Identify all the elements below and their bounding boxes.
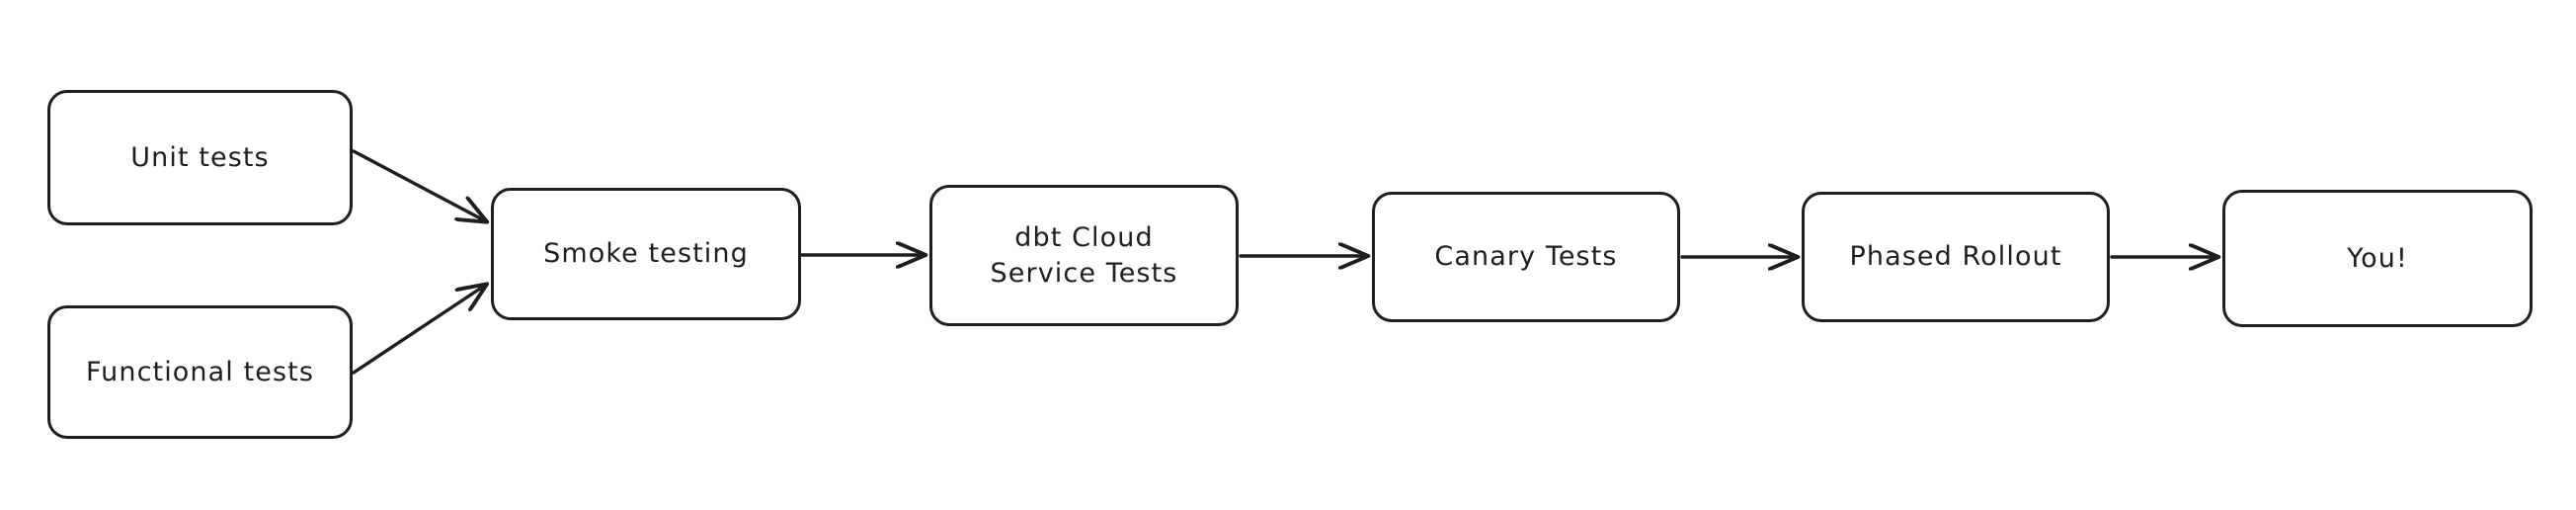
node-canary-tests-label: Canary Tests	[1434, 241, 1618, 273]
node-phased-rollout-label: Phased Rollout	[1849, 241, 2062, 273]
node-you[interactable]: You!	[2222, 190, 2533, 327]
node-unit-tests-label: Unit tests	[130, 141, 270, 173]
node-functional-tests-label: Functional tests	[86, 356, 314, 387]
node-smoke-testing-label: Smoke testing	[543, 238, 749, 270]
node-smoke-testing[interactable]: Smoke testing	[491, 188, 801, 320]
edge-functional-tests-to-smoke-testing	[352, 285, 486, 375]
node-unit-tests[interactable]: Unit tests	[47, 90, 353, 225]
node-dbt-cloud-service-tests[interactable]: dbt Cloud Service Tests	[929, 185, 1239, 326]
node-dbt-cloud-service-tests-label: dbt Cloud Service Tests	[990, 221, 1178, 289]
edge-unit-tests-to-smoke-testing	[352, 149, 486, 221]
node-phased-rollout[interactable]: Phased Rollout	[1802, 192, 2110, 322]
node-functional-tests[interactable]: Functional tests	[47, 305, 353, 439]
node-canary-tests[interactable]: Canary Tests	[1372, 192, 1680, 322]
node-you-label: You!	[2347, 242, 2408, 274]
